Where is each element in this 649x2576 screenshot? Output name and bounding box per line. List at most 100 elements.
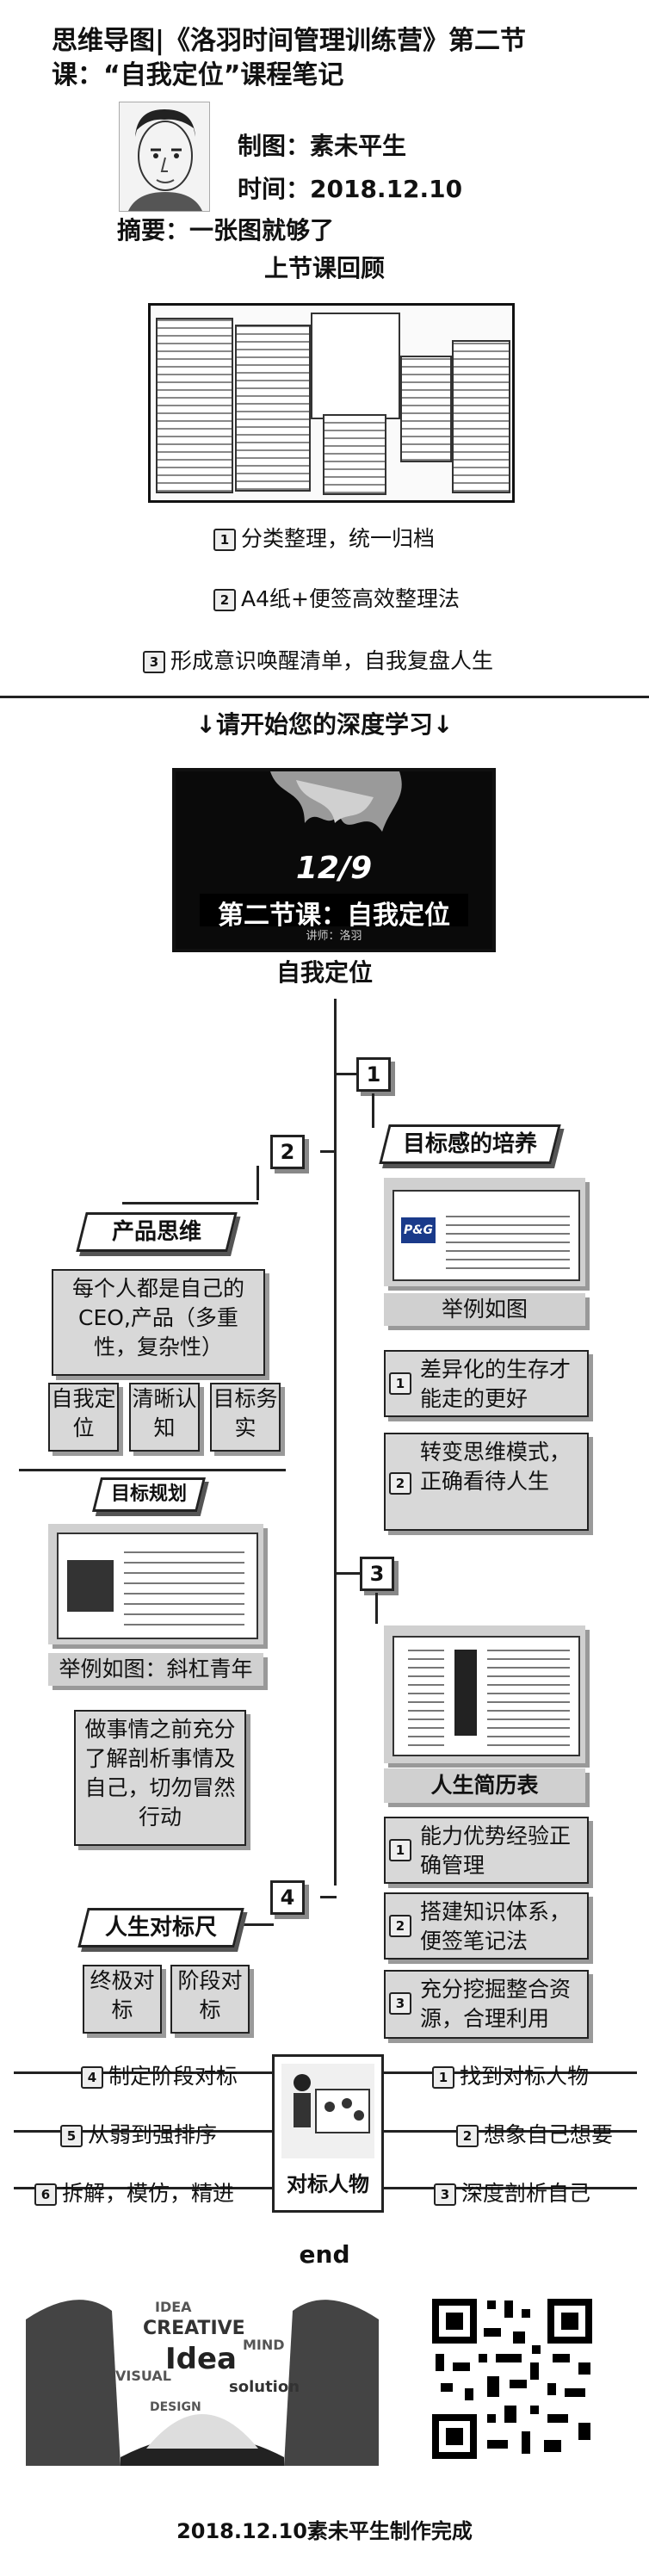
bench-line-left-2 <box>14 2130 272 2133</box>
bench-line-left-3 <box>14 2187 272 2189</box>
pragmatic-goal-card: 目标务实 <box>210 1383 281 1452</box>
benchmark-image <box>281 2064 374 2158</box>
branch-3-item-2: 2 搭建知识体系，便签笔记法 <box>384 1892 589 1960</box>
number-2-icon: 2 <box>456 2125 479 2147</box>
section-divider <box>0 696 649 698</box>
number-1-icon: 1 <box>389 1839 411 1861</box>
number-2-icon: 2 <box>389 1915 411 1937</box>
art-word-visual: VISUAL <box>115 2368 171 2384</box>
number-3-icon: 3 <box>389 1992 411 2015</box>
branch-1-stem <box>372 1093 374 1128</box>
branch-4-number: 4 <box>270 1880 305 1915</box>
branch-2-connector <box>320 1150 334 1153</box>
bench-left-2-text: 从弱到强排序 <box>88 2122 218 2147</box>
pg-example-image: P&G <box>384 1178 585 1286</box>
bench-right-1-text: 找到对标人物 <box>460 2064 590 2089</box>
avatar <box>119 102 210 212</box>
branch-2-stem <box>257 1166 259 1200</box>
summary-line: 摘要：一张图就够了 <box>117 216 335 245</box>
study-prompt: ↓请开始您的深度学习↓ <box>195 710 454 739</box>
cover-lecturer: 讲师：洛羽 <box>306 930 362 943</box>
number-4-icon: 4 <box>81 2066 103 2089</box>
page-title: 思维导图|《洛羽时间管理训练营》第二节课：“自我定位”课程笔记 <box>52 26 526 90</box>
lesson-cover-image: 12/9 第二节课：自我定位 讲师：洛羽 <box>172 768 496 952</box>
recap-heading: 上节课回顾 <box>263 254 385 282</box>
main-topic-title: 自我定位 <box>275 958 373 987</box>
ceo-card: 每个人都是自己的CEO,产品（多重性，复杂性） <box>52 1269 265 1376</box>
bench-right-2-text: 想象自己想要 <box>484 2122 614 2147</box>
number-3-icon: 3 <box>434 2183 456 2206</box>
footer-text: 2018.12.10素未平生制作完成 <box>176 2519 473 2543</box>
art-word-mind: MIND <box>243 2337 285 2353</box>
branch-3-connector <box>334 1572 360 1575</box>
idea-art-image: IDEA CREATIVE Idea MIND solution VISUAL … <box>26 2285 379 2466</box>
branch-2-number: 2 <box>270 1135 305 1169</box>
product-thinking-tag-text: 产品思维 <box>111 1219 201 1245</box>
pg-logo: P&G <box>401 1217 436 1243</box>
life-benchmark-tag: 人生对标尺 <box>77 1908 244 1947</box>
qr-code[interactable] <box>427 2294 597 2464</box>
branch-3-item-2-text: 搭建知识体系，便签笔记法 <box>420 1899 572 1954</box>
branch-2-bar <box>122 1202 258 1204</box>
branch-2-example-caption: 举例如图：斜杠青年 <box>48 1653 263 1686</box>
branch-3-caption: 人生简历表 <box>384 1768 585 1803</box>
goal-planning-tag: 目标规划 <box>92 1477 206 1512</box>
number-6-icon: 6 <box>34 2183 57 2206</box>
branch-1-connector <box>334 1073 356 1075</box>
branch-1-item-1: 1 差异化的生存才能走的更好 <box>384 1350 589 1417</box>
branch-3-item-3: 3 充分挖掘整合资源，合理利用 <box>384 1970 589 2039</box>
bench-line-left-1 <box>14 2071 272 2074</box>
self-positioning-card: 自我定位 <box>48 1383 119 1452</box>
branch-1-item-2: 2 转变思维模式，正确看待人生 <box>384 1433 589 1531</box>
ultimate-benchmark-text: 终极对标 <box>90 1968 155 2022</box>
recap-item-3-text: 形成意识唤醒清单，自我复盘人生 <box>170 648 494 673</box>
recap-item-1-text: 分类整理，统一归档 <box>241 526 436 551</box>
stage-benchmark-text: 阶段对标 <box>177 1968 243 2022</box>
bench-right-1: 1 找到对标人物 <box>432 2059 589 2090</box>
resume-example-image <box>384 1625 585 1763</box>
number-2-icon: 2 <box>389 1472 411 1495</box>
branch-3-item-1: 1 能力优势经验正确管理 <box>384 1817 589 1884</box>
cover-date: 12/9 <box>295 851 373 886</box>
number-1-icon: 1 <box>389 1372 411 1395</box>
ceo-card-text: 每个人都是自己的CEO,产品（多重性，复杂性） <box>71 1276 244 1359</box>
bench-right-3-text: 深度剖析自己 <box>461 2181 591 2206</box>
goal-sense-tag-text: 目标感的培养 <box>402 1131 537 1157</box>
number-1-icon: 1 <box>432 2066 454 2089</box>
life-benchmark-tag-text: 人生对标尺 <box>104 1915 217 1941</box>
self-positioning-text: 自我定位 <box>51 1386 116 1440</box>
art-word-design: DESIGN <box>150 2400 201 2414</box>
branch-1-number: 1 <box>356 1057 391 1092</box>
art-word-idea-upper: IDEA <box>155 2299 192 2315</box>
branch-3-item-1-text: 能力优势经验正确管理 <box>420 1824 572 1878</box>
end-label: end <box>299 2240 350 2269</box>
number-5-icon: 5 <box>60 2125 83 2147</box>
art-word-creative: CREATIVE <box>143 2318 245 2339</box>
number-3-icon: 3 <box>143 651 165 673</box>
bench-line-right-1 <box>379 2071 637 2074</box>
number-2-icon: 2 <box>213 589 236 611</box>
bench-left-1-text: 制定阶段对标 <box>108 2064 238 2089</box>
art-word-solution: solution <box>229 2378 300 2396</box>
benchmark-center-box: 对标人物 <box>272 2054 384 2213</box>
clear-cognition-card: 清晰认知 <box>129 1383 200 1452</box>
branch-2-action-text: 做事情之前充分了解剖析事情及自己，切勿冒然行动 <box>84 1717 236 1830</box>
slash-youth-example-image <box>48 1524 263 1644</box>
branch-1-example-caption: 举例如图 <box>384 1293 585 1326</box>
branch-1-item-1-text: 差异化的生存才能走的更好 <box>420 1357 572 1411</box>
goal-sense-tag: 目标感的培养 <box>379 1124 561 1164</box>
clear-cognition-text: 清晰认知 <box>132 1386 197 1440</box>
recap-notes-image <box>148 303 515 503</box>
branch-2-action-card: 做事情之前充分了解剖析事情及自己，切勿冒然行动 <box>74 1710 246 1846</box>
branch-2-divider <box>19 1469 286 1471</box>
date-line: 时间：2018.12.10 <box>238 175 463 203</box>
bench-line-right-3 <box>379 2187 637 2189</box>
number-1-icon: 1 <box>213 529 236 551</box>
cover-title: 第二节课：自我定位 <box>218 901 450 931</box>
